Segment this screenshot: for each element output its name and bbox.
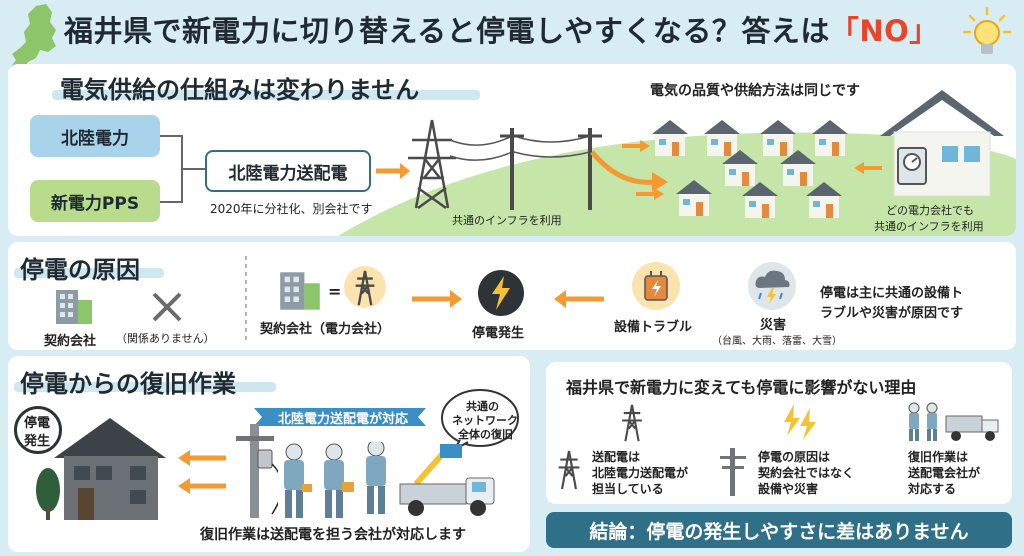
contract-power-label: 契約会社（電力会社） <box>260 322 391 337</box>
section4-heading: 福井県で新電力に変えても停電に影響がない理由 <box>566 378 917 397</box>
ribbon-label: 北陸電力送配電が対応 <box>278 412 409 427</box>
recovery-footer: 復旧作業は送配電を担う会社が対応します <box>200 527 466 543</box>
arrow-left-icon <box>554 290 604 308</box>
cross-icon <box>152 292 182 322</box>
bubble-line2: ネットワーク <box>452 414 518 427</box>
transmission-tower-icon <box>355 270 375 306</box>
transformer-icon <box>644 271 668 301</box>
reason3-line1: 復旧作業は <box>908 450 969 464</box>
reason3-line2: 送配電会社が <box>908 466 981 480</box>
dark-house-icon <box>36 418 166 520</box>
title-bar: 福井県で新電力に切り替えると停電しやすくなる？答えは「NO」 <box>0 0 1024 76</box>
hokuriku-denryoku-box: 北陸電力 <box>30 115 160 157</box>
outage-label: 停電発生 <box>472 326 525 341</box>
page-title: 福井県で新電力に切り替えると停電しやすくなる？答えは「NO」 <box>64 8 939 50</box>
quality-label: 電気の品質や供給方法は同じです <box>650 83 860 99</box>
heading-underline <box>14 268 164 278</box>
outage-badge-line2: 発生 <box>24 434 51 449</box>
title-answer: 「NO」 <box>829 14 939 48</box>
building-icon <box>280 272 320 310</box>
reason2-line1: 停電の原因は <box>758 450 831 464</box>
disaster-examples: （台風、大雨、落雷、大雪） <box>712 336 842 347</box>
outage-badge-line1: 停電 <box>24 416 51 431</box>
heading-underline <box>14 382 276 392</box>
equals-sign: = <box>328 282 342 301</box>
transmission-company-box: 北陸電力送配電 <box>205 150 371 192</box>
arrow-right-icon <box>622 140 650 152</box>
fukui-map-icon <box>10 4 56 76</box>
lightning-icon <box>784 404 816 440</box>
arrow-right-icon <box>412 290 462 308</box>
utility-pole-icon <box>720 448 746 496</box>
arrow-left-icon <box>854 162 882 174</box>
lightning-icon <box>492 276 510 310</box>
equipment-trouble-label: 設備トラブル <box>614 320 693 335</box>
arrow-left-icon <box>178 450 226 466</box>
dashed-divider <box>245 256 247 342</box>
speech-bubble <box>441 389 519 452</box>
infra-label: 共通のインフラを利用 <box>452 214 562 227</box>
workers-icon <box>284 442 386 518</box>
transmission-tower-icon <box>622 404 642 442</box>
cause-note-line2: ラブルや災害が原因です <box>820 306 964 321</box>
outage-badge <box>14 406 62 454</box>
bubble-line3: 全体の復旧 <box>458 428 513 441</box>
bucket-truck-icon <box>399 444 495 516</box>
disaster-label: 災害 <box>760 318 787 333</box>
transmission-tower-icon <box>558 450 580 490</box>
section1-heading: 電気供給の仕組みは変わりません <box>60 76 420 104</box>
power-lines-icon <box>449 128 602 210</box>
arrow-right-icon <box>376 163 410 179</box>
section3-heading: 停電からの復旧作業 <box>20 370 236 398</box>
reason1-line3: 担当している <box>592 482 664 496</box>
unrelated-label: （関係ありません） <box>116 332 215 345</box>
utility-pole-icon <box>236 424 278 518</box>
reason2-line3: 設備や災害 <box>758 482 819 496</box>
reason1-line2: 北陸電力送配電が <box>592 466 689 480</box>
building-icon <box>56 290 92 324</box>
workers-truck-icon <box>908 402 999 441</box>
lightbulb-icon <box>962 6 1012 54</box>
arrow-right-icon <box>636 188 664 200</box>
big-house-with-meter-icon <box>880 90 1004 197</box>
section2-heading: 停電の原因 <box>20 256 140 284</box>
new-power-pps-box: 新電力PPS <box>30 180 160 222</box>
ribbon-banner <box>254 408 426 426</box>
any-company-line2: 共通のインフラを利用 <box>874 220 984 233</box>
conclusion-banner: 結論：停電の発生しやすさに差はありません <box>546 512 1012 548</box>
contract-company-label: 契約会社 <box>44 334 97 349</box>
title-main: 福井県で新電力に切り替えると停電しやすくなる？答えは <box>64 14 830 48</box>
curved-arrow-icon <box>590 150 668 192</box>
reason3-line3: 対応する <box>908 482 957 496</box>
storm-cloud-icon <box>755 270 790 304</box>
arrow-left-icon <box>178 478 226 494</box>
any-company-line1: どの電力会社でも <box>886 204 974 217</box>
hill-background <box>338 132 1016 236</box>
reason2-line2: 契約会社ではなく <box>758 466 855 480</box>
transmission-tower-icon <box>408 119 456 210</box>
reason1-line1: 送配電は <box>592 450 641 464</box>
cause-note-line1: 停電は主に共通の設備ト <box>820 286 964 301</box>
houses-cluster-icon <box>652 120 848 218</box>
bracket-connector <box>160 135 206 203</box>
bubble-line1: 共通の <box>466 400 499 413</box>
split-note: 2020年に分社化、別会社です <box>210 202 373 216</box>
heading-underline <box>52 90 480 100</box>
